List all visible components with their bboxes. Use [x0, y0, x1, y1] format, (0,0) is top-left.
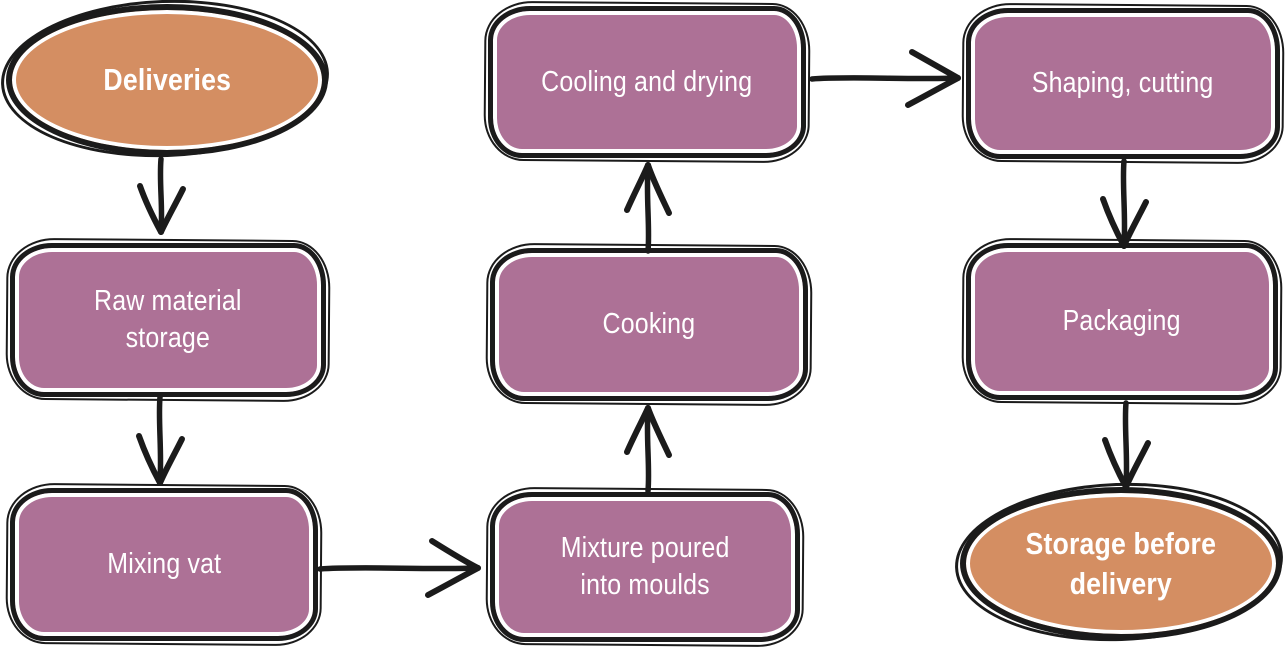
node-label-deliveries: Deliveries	[103, 62, 231, 98]
node-label-cooking: Cooking	[602, 308, 696, 341]
node-label-shaping-cutting: Shaping, cutting	[1032, 67, 1214, 100]
node-label-mixing-vat: Mixing vat	[106, 548, 221, 581]
node-cooking: Cooking	[490, 248, 808, 401]
node-label-packaging: Packaging	[1062, 305, 1182, 338]
arrow-cooling-and-drying-to-shaping-cutting	[809, 49, 961, 108]
node-deliveries: Deliveries	[6, 4, 328, 156]
node-cooling-and-drying: Cooling and drying	[488, 6, 806, 158]
arrow-packaging-to-storage-before-delivery	[1102, 400, 1151, 490]
node-label-raw-material-storage: Raw material storage	[94, 285, 242, 354]
node-label-mixture-poured-into-moulds: Mixture poured into moulds	[560, 532, 730, 601]
arrow-raw-material-storage-to-mixing-vat	[136, 394, 185, 486]
node-mixing-vat: Mixing vat	[10, 488, 318, 641]
arrow-shaping-cutting-to-packaging	[1100, 158, 1149, 249]
node-packaging: Packaging	[966, 243, 1278, 400]
arrow-cooking-to-cooling-and-drying	[624, 162, 672, 254]
node-label-storage-before-delivery: Storage before delivery	[1025, 526, 1217, 601]
node-label-cooling-and-drying: Cooling and drying	[541, 65, 753, 98]
node-mixture-poured-into-moulds: Mixture poured into moulds	[490, 492, 800, 642]
arrow-mixture-poured-into-moulds-to-cooking	[624, 405, 672, 494]
arrow-deliveries-to-raw-material-storage	[137, 156, 186, 235]
arrow-mixing-vat-to-mixture-poured-into-moulds	[317, 538, 481, 598]
node-raw-material-storage: Raw material storage	[10, 243, 326, 397]
node-shaping-cutting: Shaping, cutting	[966, 8, 1280, 159]
node-storage-before-delivery: Storage before delivery	[960, 487, 1282, 640]
